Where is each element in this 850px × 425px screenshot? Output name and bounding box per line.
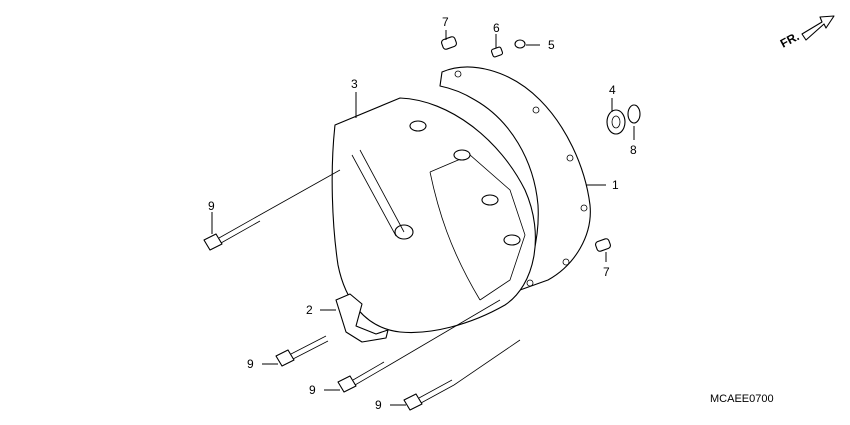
callout-9-upper: 9 <box>208 199 215 213</box>
oil-seal[interactable] <box>606 109 626 135</box>
callout-3: 3 <box>351 77 358 91</box>
callout-6: 6 <box>493 21 500 35</box>
callout-9-lower-2: 9 <box>309 383 316 397</box>
callout-7-right: 7 <box>603 265 610 279</box>
front-direction-arrow-icon <box>801 15 835 41</box>
flange-bolt-lower-3[interactable] <box>403 379 455 411</box>
flange-bolt-upper[interactable] <box>203 215 261 251</box>
callout-2: 2 <box>306 303 313 317</box>
flange-bolt-lower-1[interactable] <box>275 335 329 367</box>
clutch-cover[interactable] <box>331 97 536 334</box>
sealing-washer[interactable] <box>514 39 526 49</box>
collar[interactable] <box>490 46 504 58</box>
flange-bolt-lower-2[interactable] <box>337 361 387 393</box>
diagram-code: MCAEE0700 <box>710 393 774 405</box>
callout-8: 8 <box>630 143 637 157</box>
callout-9-lower-1: 9 <box>247 357 254 371</box>
direction-label: FR. <box>778 29 802 50</box>
callout-4: 4 <box>609 83 616 97</box>
dowel-pin-right[interactable] <box>595 238 612 252</box>
callout-9-lower-3: 9 <box>375 398 382 412</box>
callout-7: 7 <box>442 15 449 29</box>
leader-lines <box>211 30 635 406</box>
clutch-cover-gasket[interactable] <box>439 66 591 291</box>
dowel-pin-top[interactable] <box>441 36 458 50</box>
callout-5: 5 <box>548 38 555 52</box>
circlip[interactable] <box>627 104 641 124</box>
callout-1: 1 <box>612 178 619 192</box>
clutch-cable-bracket[interactable] <box>335 293 389 343</box>
